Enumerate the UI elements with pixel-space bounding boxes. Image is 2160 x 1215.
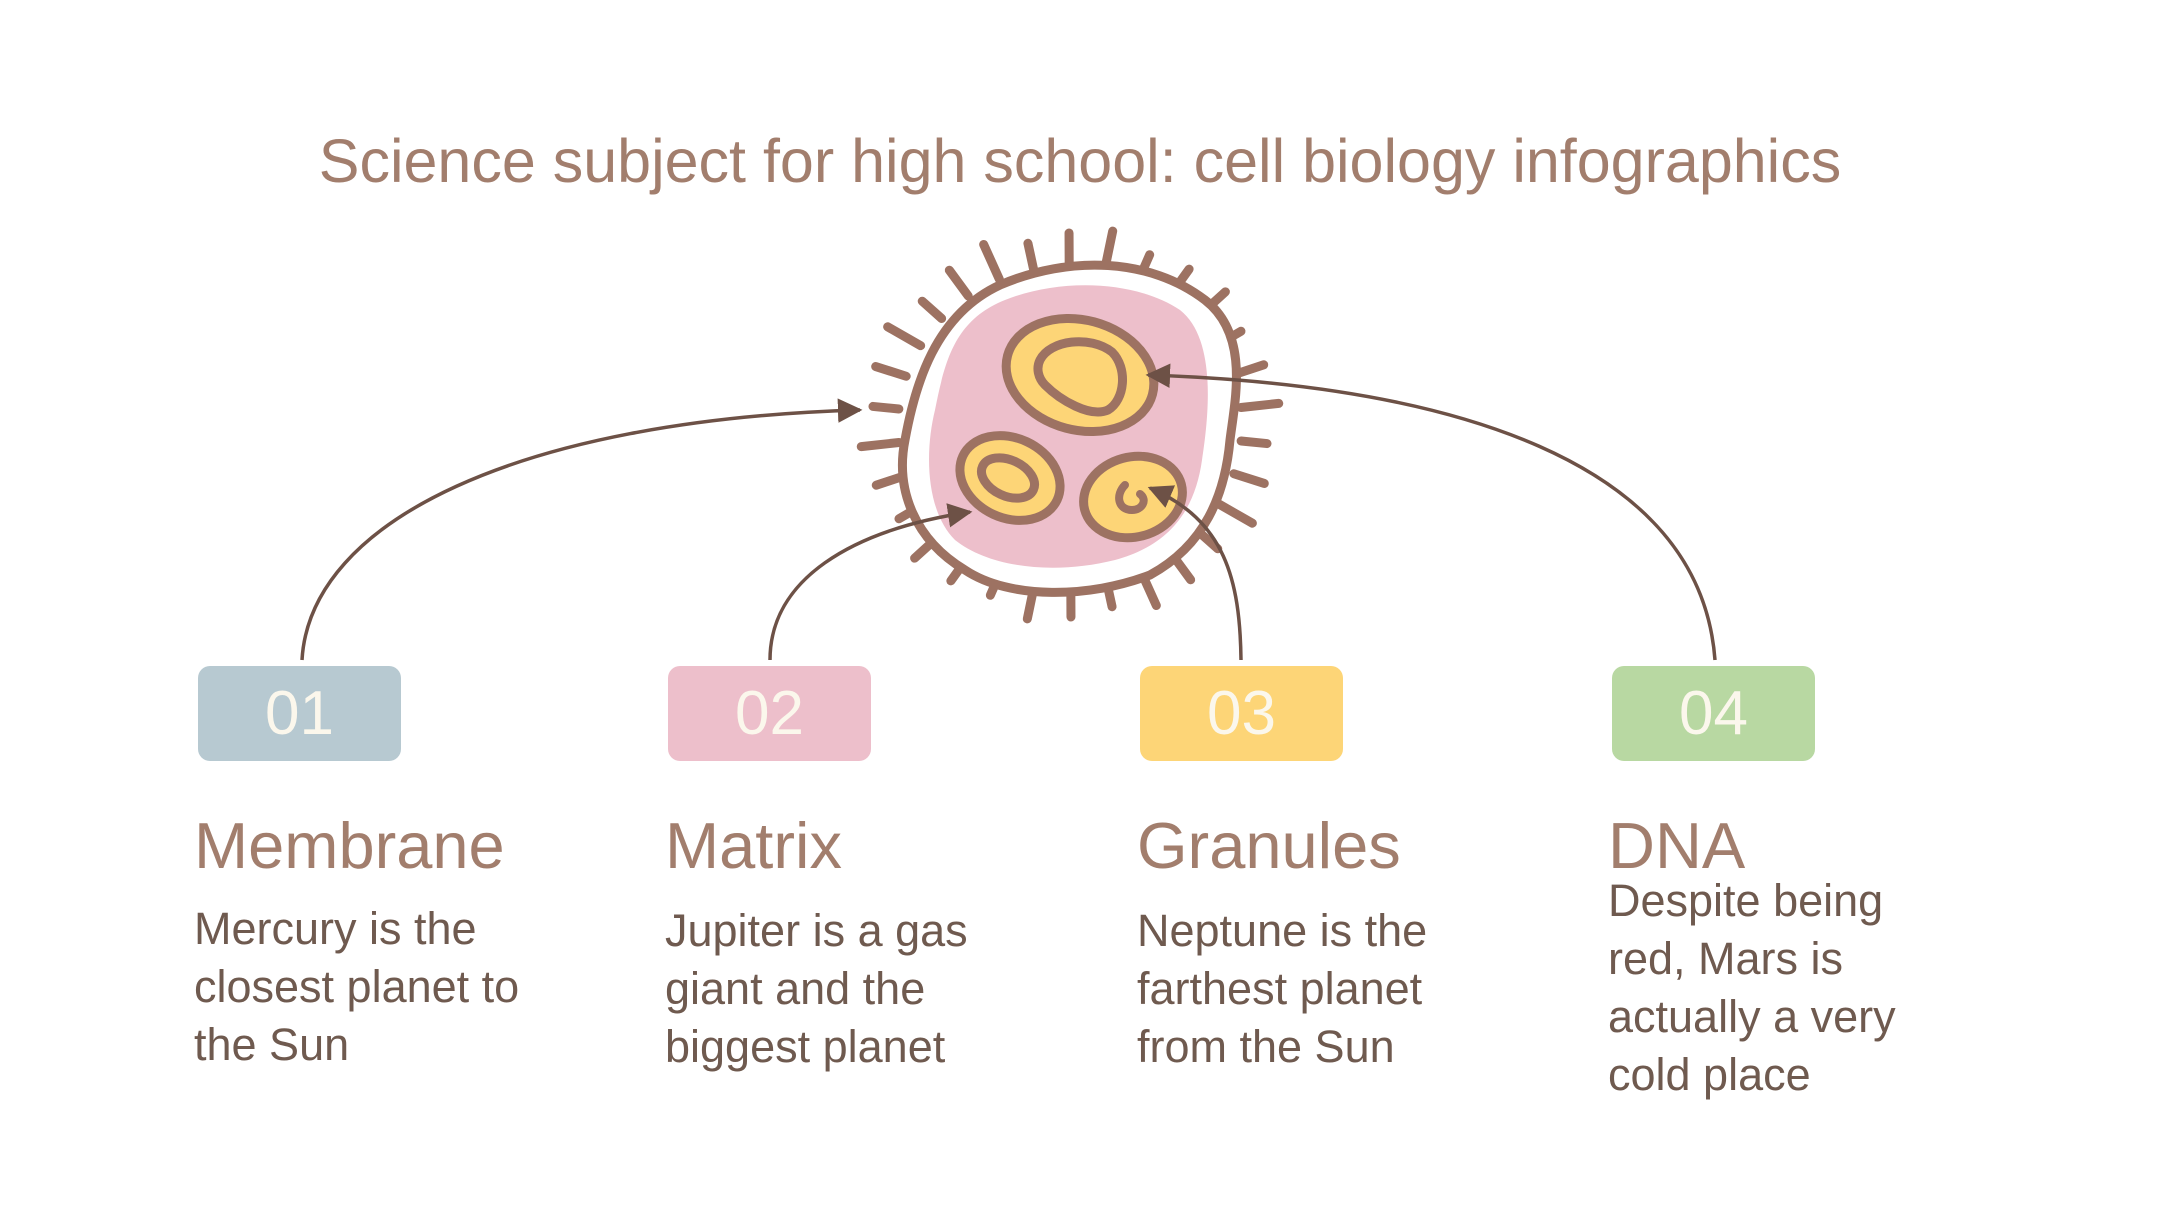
- badge-dna: 04: [1612, 666, 1815, 761]
- cell-spike: [1229, 469, 1269, 488]
- connector-arrow-01: [300, 398, 863, 661]
- badge-number: 03: [1207, 679, 1276, 748]
- cell-spike: [1236, 398, 1284, 413]
- badge-number: 02: [735, 679, 804, 748]
- cell-spike: [979, 240, 1004, 284]
- connector-arrow-04: [1145, 363, 1717, 661]
- badge-number: 01: [265, 679, 334, 748]
- heading-dna: DNA: [1608, 809, 1746, 882]
- heading-membrane: Membrane: [194, 809, 505, 882]
- description-membrane: Mercury is the closest planet to the Sun: [194, 903, 520, 1070]
- granule-left: [955, 431, 1065, 525]
- description-granules: Neptune is the farthest planet from the …: [1137, 905, 1428, 1072]
- heading-granules: Granules: [1137, 809, 1401, 882]
- connector-arrow-03: [1147, 485, 1243, 661]
- description-dna: Despite being red, Mars is actually a ve…: [1608, 875, 1896, 1100]
- description-matrix: Jupiter is a gas giant and the biggest p…: [665, 905, 968, 1072]
- cell-spike: [883, 322, 926, 351]
- cell-spike: [1236, 436, 1272, 449]
- nucleus: [1001, 313, 1159, 437]
- page-title: Science subject for high school: cell bi…: [318, 127, 1842, 195]
- cell-spike: [1023, 238, 1038, 274]
- cell-spike: [944, 265, 973, 301]
- cell-illustration: [856, 226, 1284, 624]
- cell-spike: [871, 362, 911, 381]
- badge-matrix: 02: [668, 666, 871, 761]
- badge-membrane: 01: [198, 666, 401, 761]
- cell-spike: [856, 437, 904, 452]
- badge-number: 04: [1679, 679, 1748, 748]
- heading-matrix: Matrix: [665, 809, 842, 882]
- granule-right: [1079, 451, 1187, 543]
- badge-granules: 03: [1140, 666, 1343, 761]
- cell-spike: [1214, 499, 1257, 528]
- cell-spike: [917, 296, 947, 324]
- connector-arrow-02: [768, 503, 973, 661]
- cell-spike: [868, 401, 904, 414]
